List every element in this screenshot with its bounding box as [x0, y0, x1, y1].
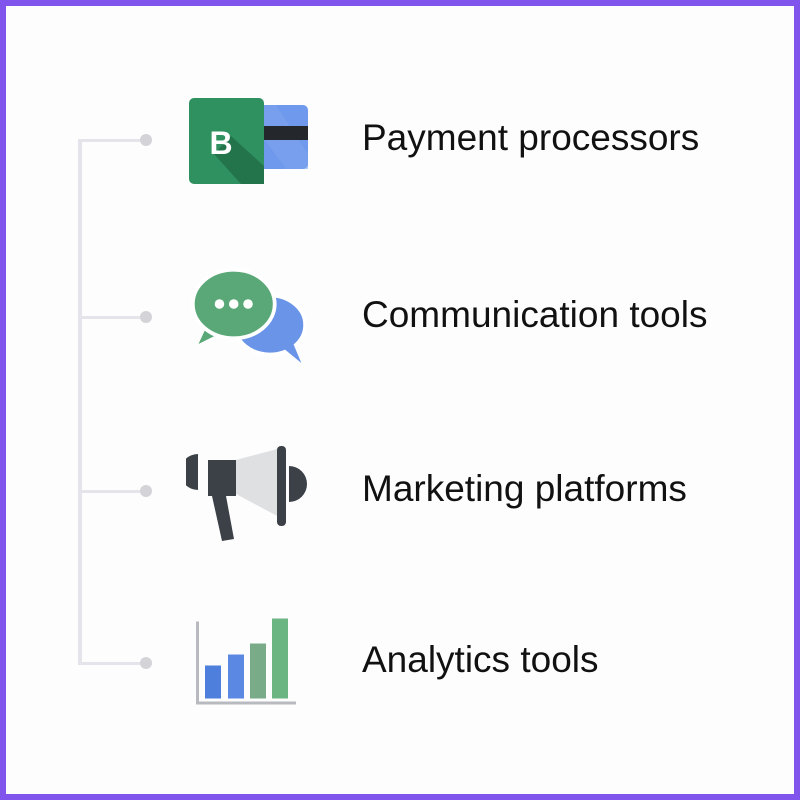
chat-bubbles-icon	[190, 267, 308, 364]
tree-trunk-line	[78, 139, 82, 665]
item-label-communication: Communication tools	[362, 294, 708, 335]
bar-chart-icon	[196, 618, 296, 705]
branch-line	[78, 662, 146, 665]
branch-line	[78, 316, 146, 319]
branch-dot	[140, 311, 152, 323]
branch-dot	[140, 134, 152, 146]
item-label-analytics: Analytics tools	[362, 639, 599, 680]
item-label-payment: Payment processors	[362, 117, 700, 158]
payment-card-icon: B	[189, 98, 308, 184]
branch-line	[78, 139, 146, 142]
icon-letter: B	[209, 125, 232, 161]
branch-dot	[140, 657, 152, 669]
branch-dot	[140, 485, 152, 497]
branch-line	[78, 490, 146, 493]
item-label-marketing: Marketing platforms	[362, 468, 687, 509]
megaphone-icon	[186, 446, 307, 541]
